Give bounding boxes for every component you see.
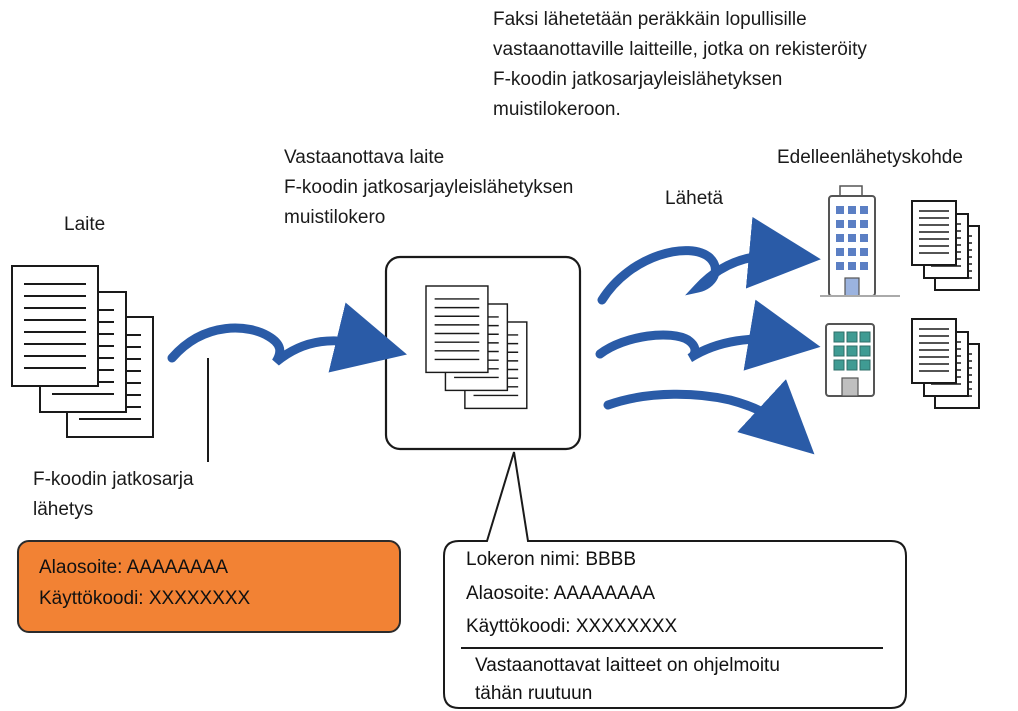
top-note-line-2: vastaanottaville laitteille, jotka on re…: [493, 39, 867, 60]
arrow-device-to-box: [167, 302, 407, 373]
sender-passcode: Käyttökoodi: XXXXXXXX: [39, 588, 251, 609]
box-subaddress: Alaosoite: AAAAAAAA: [466, 583, 656, 604]
relay-label-line-1: F-koodin jatkosarja: [33, 469, 194, 490]
top-note: Faksi lähetetään peräkkäin lopullisille …: [493, 5, 867, 125]
box-passcode: Käyttökoodi: XXXXXXXX: [466, 616, 678, 637]
box-note-line-1: Vastaanottavat laitteet on ohjelmoitu: [475, 655, 780, 676]
box-info-callout: [443, 451, 907, 709]
arrow-box-to-destination-3: [603, 379, 815, 455]
source-document-stack-icon: [11, 265, 154, 438]
destination-label: Edelleenlähetyskohde: [777, 147, 963, 168]
receiver-label-line-2: F-koodin jatkosarjayleislähetyksen: [284, 177, 574, 198]
box-note-line-2: tähän ruutuun: [475, 683, 593, 704]
send-label: Lähetä: [665, 188, 724, 209]
destination-2-document-icon: [911, 318, 980, 409]
device-label: Laite: [64, 214, 106, 235]
arrow-box-to-destination-2: [595, 299, 821, 371]
sender-subaddress: Alaosoite: AAAAAAAA: [39, 557, 229, 578]
top-note-line-4: muistilokeroon.: [493, 99, 621, 120]
receiver-label: Vastaanottava laite F-koodin jatkosarjay…: [284, 143, 573, 233]
relay-label-line-2: lähetys: [33, 499, 94, 520]
receiver-label-line-3: muistilokero: [284, 207, 386, 228]
sender-info-box: Alaosoite: AAAAAAAA Käyttökoodi: XXXXXXX…: [17, 540, 401, 633]
top-note-line-3: F-koodin jatkosarjayleislähetyksen: [493, 69, 783, 90]
top-note-line-1: Faksi lähetetään peräkkäin lopullisille: [493, 9, 807, 30]
box-name: Lokeron nimi: BBBB: [466, 549, 637, 570]
office-building-icon: [820, 185, 900, 297]
relay-label: F-koodin jatkosarja lähetys: [33, 465, 194, 525]
destination-1-document-icon: [911, 200, 980, 291]
small-building-icon: [825, 323, 875, 397]
arrow-box-to-destination-1: [597, 216, 821, 305]
receiver-label-line-1: Vastaanottava laite: [284, 147, 445, 168]
